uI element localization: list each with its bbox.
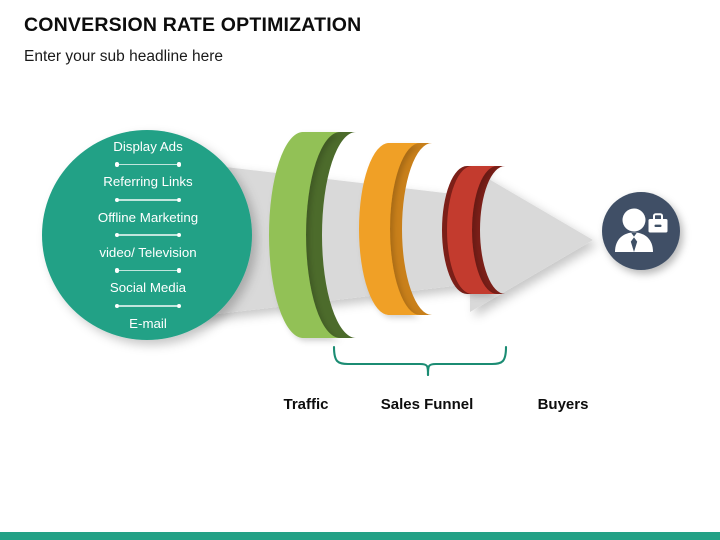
page-subtitle: Enter your sub headline here bbox=[24, 48, 224, 65]
sales-funnel-brace bbox=[332, 345, 508, 377]
businessperson-briefcase-icon bbox=[615, 208, 668, 252]
green-funnel-disc[interactable] bbox=[269, 132, 356, 338]
stage-label-traffic: Traffic bbox=[283, 396, 329, 413]
traffic-sources-circle[interactable] bbox=[42, 130, 252, 340]
bottom-accent-bar bbox=[0, 532, 720, 540]
stage-label-sales-funnel: Sales Funnel bbox=[380, 396, 474, 413]
page-title: CONVERSION RATE OPTIMIZATION bbox=[24, 14, 362, 36]
stage-label-buyers: Buyers bbox=[537, 396, 589, 413]
buyers-circle[interactable] bbox=[602, 192, 680, 270]
orange-funnel-disc[interactable] bbox=[359, 143, 432, 315]
red-funnel-disc[interactable] bbox=[442, 166, 505, 294]
